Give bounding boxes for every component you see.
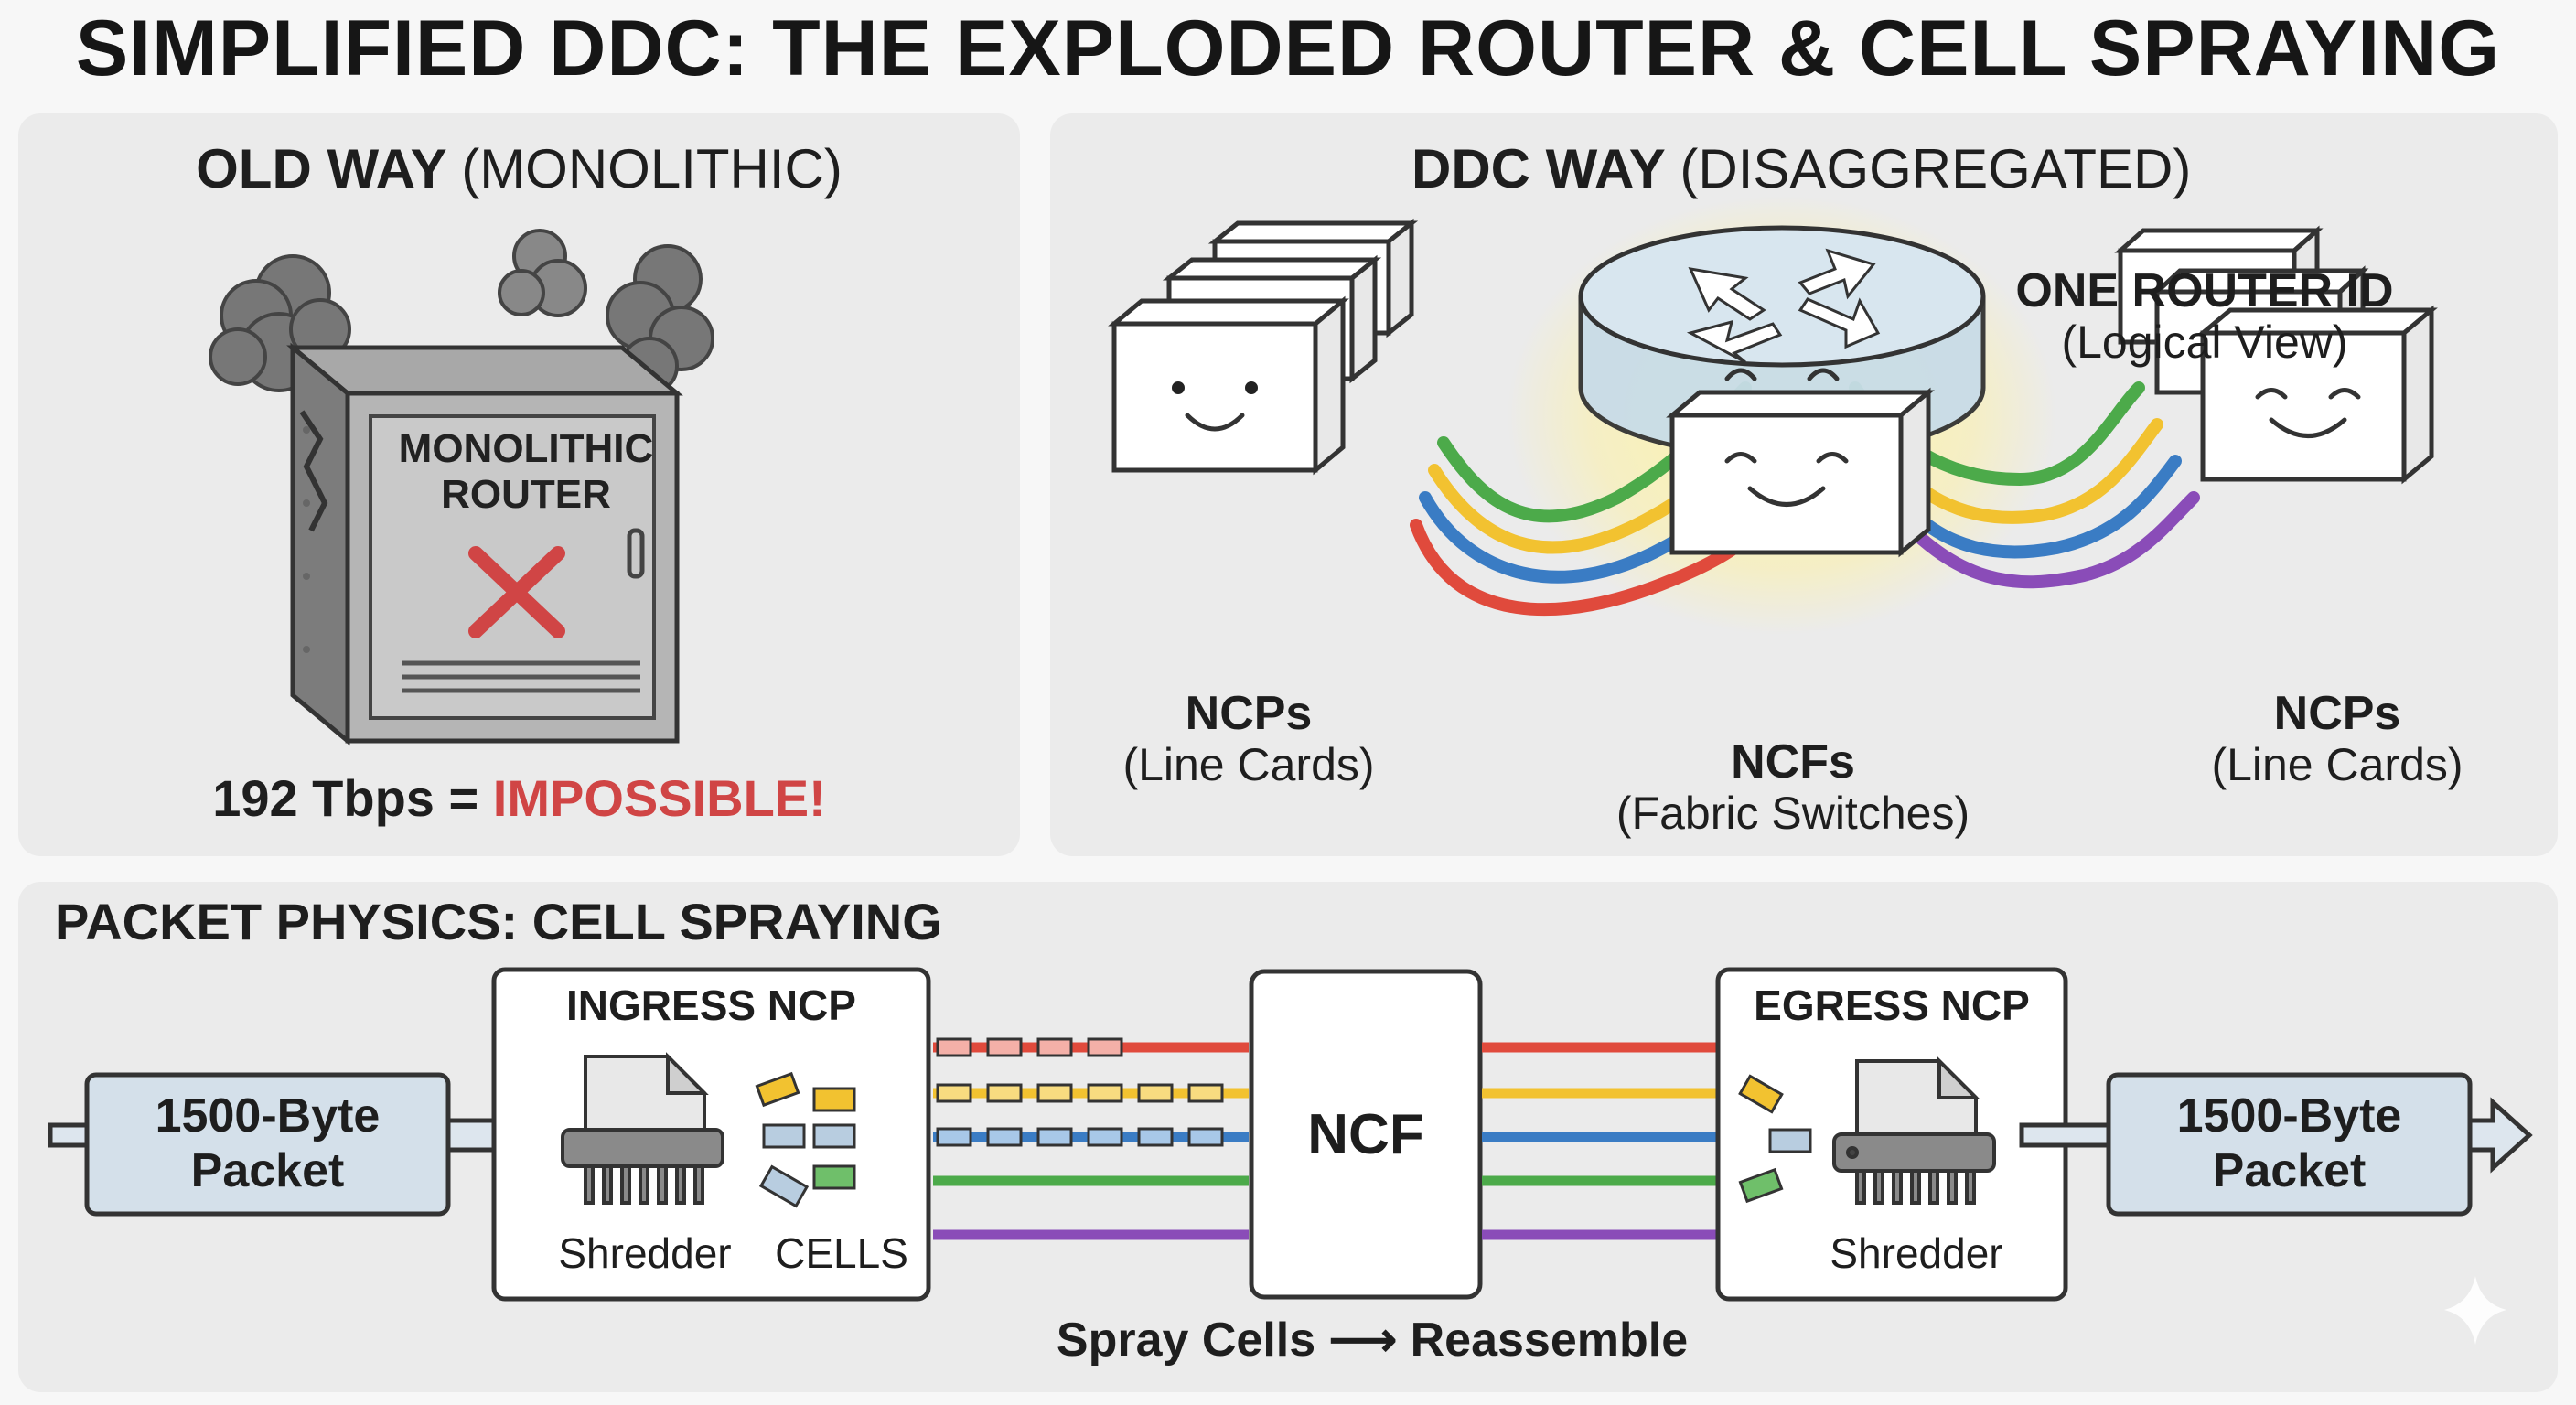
ncp-right-label: NCPs (Line Cards) — [2195, 688, 2479, 790]
ncp-right-subtitle: (Line Cards) — [2211, 739, 2463, 790]
router-box-door — [369, 414, 656, 720]
page-title: SIMPLIFIED DDC: THE EXPLODED ROUTER & CE… — [75, 5, 2501, 92]
ncf-box — [1249, 969, 1483, 1300]
smoke-cloud-left — [209, 254, 351, 392]
router-id-subtitle: (Logical View) — [2061, 316, 2348, 368]
ncp-left-stack — [1108, 218, 1419, 476]
router-box-label-line2: ROUTER — [441, 472, 611, 517]
old-way-heading-paren: (MONOLITHIC) — [461, 138, 843, 199]
ingress-shredder-label: Shredder — [558, 1229, 732, 1277]
output-packet-label: 1500-Byte Packet — [2109, 1089, 2470, 1198]
ncp-right-stack — [2114, 225, 2438, 485]
spray-caption: Spray Cells ⟶ Reassemble — [1056, 1314, 1689, 1367]
ncf-title: NCFs — [1731, 735, 1855, 788]
egress-cells-icon — [1738, 1074, 1812, 1204]
ncf-center-box — [1666, 387, 1935, 558]
ddc-way-heading-paren: (DISAGGREGATED) — [1680, 138, 2192, 199]
capacity-statement: 192 Tbps = IMPOSSIBLE! — [18, 768, 1020, 828]
rivets — [303, 426, 310, 653]
egress-shredder-icon — [1832, 1056, 1996, 1205]
ncp-left-title: NCPs — [1185, 687, 1313, 740]
sparkle-icon — [2444, 1276, 2506, 1345]
output-packet-line2: Packet — [2212, 1144, 2367, 1197]
burn-mark — [299, 410, 328, 532]
vent-lines — [402, 660, 640, 693]
ncp-right-title: NCPs — [2273, 687, 2401, 740]
red-x-icon — [468, 546, 565, 638]
spray-lanes-right — [1482, 1042, 1718, 1240]
ncf-subtitle: (Fabric Switches) — [1615, 788, 1970, 839]
capacity-text: 192 Tbps = — [212, 769, 479, 827]
input-packet-line1: 1500-Byte — [155, 1089, 381, 1142]
egress-ncp-title: EGRESS NCP — [1754, 981, 2030, 1029]
input-packet-label: 1500-Byte Packet — [87, 1089, 448, 1198]
old-way-heading-main: OLD WAY — [196, 138, 446, 199]
ncp-left-subtitle: (Line Cards) — [1122, 739, 1375, 790]
router-id-title: ONE ROUTER ID — [2015, 264, 2394, 317]
ncp-left-label: NCPs (Line Cards) — [1107, 688, 1390, 790]
cable-right-purple — [1876, 491, 2200, 589]
ncf-box-label: NCF — [1307, 1103, 1424, 1166]
old-way-heading: OLD WAY (MONOLITHIC) — [18, 137, 1020, 200]
egress-shredder-label: Shredder — [1830, 1229, 2003, 1277]
router-box-label-line1: MONOLITHIC — [398, 426, 654, 471]
ncp-right-box-1 — [2196, 305, 2438, 485]
ingress-shredder-icon — [561, 1052, 724, 1205]
ncp-left-box-1 — [1108, 295, 1349, 476]
packet-physics-heading: PACKET PHYSICS: CELL SPRAYING — [55, 893, 942, 950]
input-packet-box — [84, 1072, 451, 1217]
input-packet-line2: Packet — [190, 1144, 345, 1197]
monolithic-router-illustration — [209, 229, 714, 746]
router-id-label: ONE ROUTER ID (Logical View) — [1994, 265, 2415, 368]
door-handle — [627, 528, 645, 579]
ddc-way-heading: DDC WAY (DISAGGREGATED) — [1050, 137, 2558, 200]
output-packet-line1: 1500-Byte — [2176, 1089, 2402, 1142]
spray-cells-left — [936, 1037, 1224, 1147]
output-arrow-in — [2019, 1122, 2116, 1148]
ddc-illustration — [1108, 196, 2438, 635]
ddc-way-heading-main: DDC WAY — [1411, 138, 1665, 199]
router-box-label: MONOLITHIC ROUTER — [380, 426, 672, 518]
ingress-ncp-title: INGRESS NCP — [566, 981, 856, 1029]
ingress-cells-label: CELLS — [775, 1229, 908, 1277]
capacity-verdict: IMPOSSIBLE! — [492, 769, 826, 827]
ingress-cells-icon — [755, 1071, 856, 1208]
ncf-label: NCFs (Fabric Switches) — [1592, 736, 1994, 839]
output-arrow — [2467, 1097, 2533, 1174]
smoke-cloud-mid — [498, 229, 587, 317]
